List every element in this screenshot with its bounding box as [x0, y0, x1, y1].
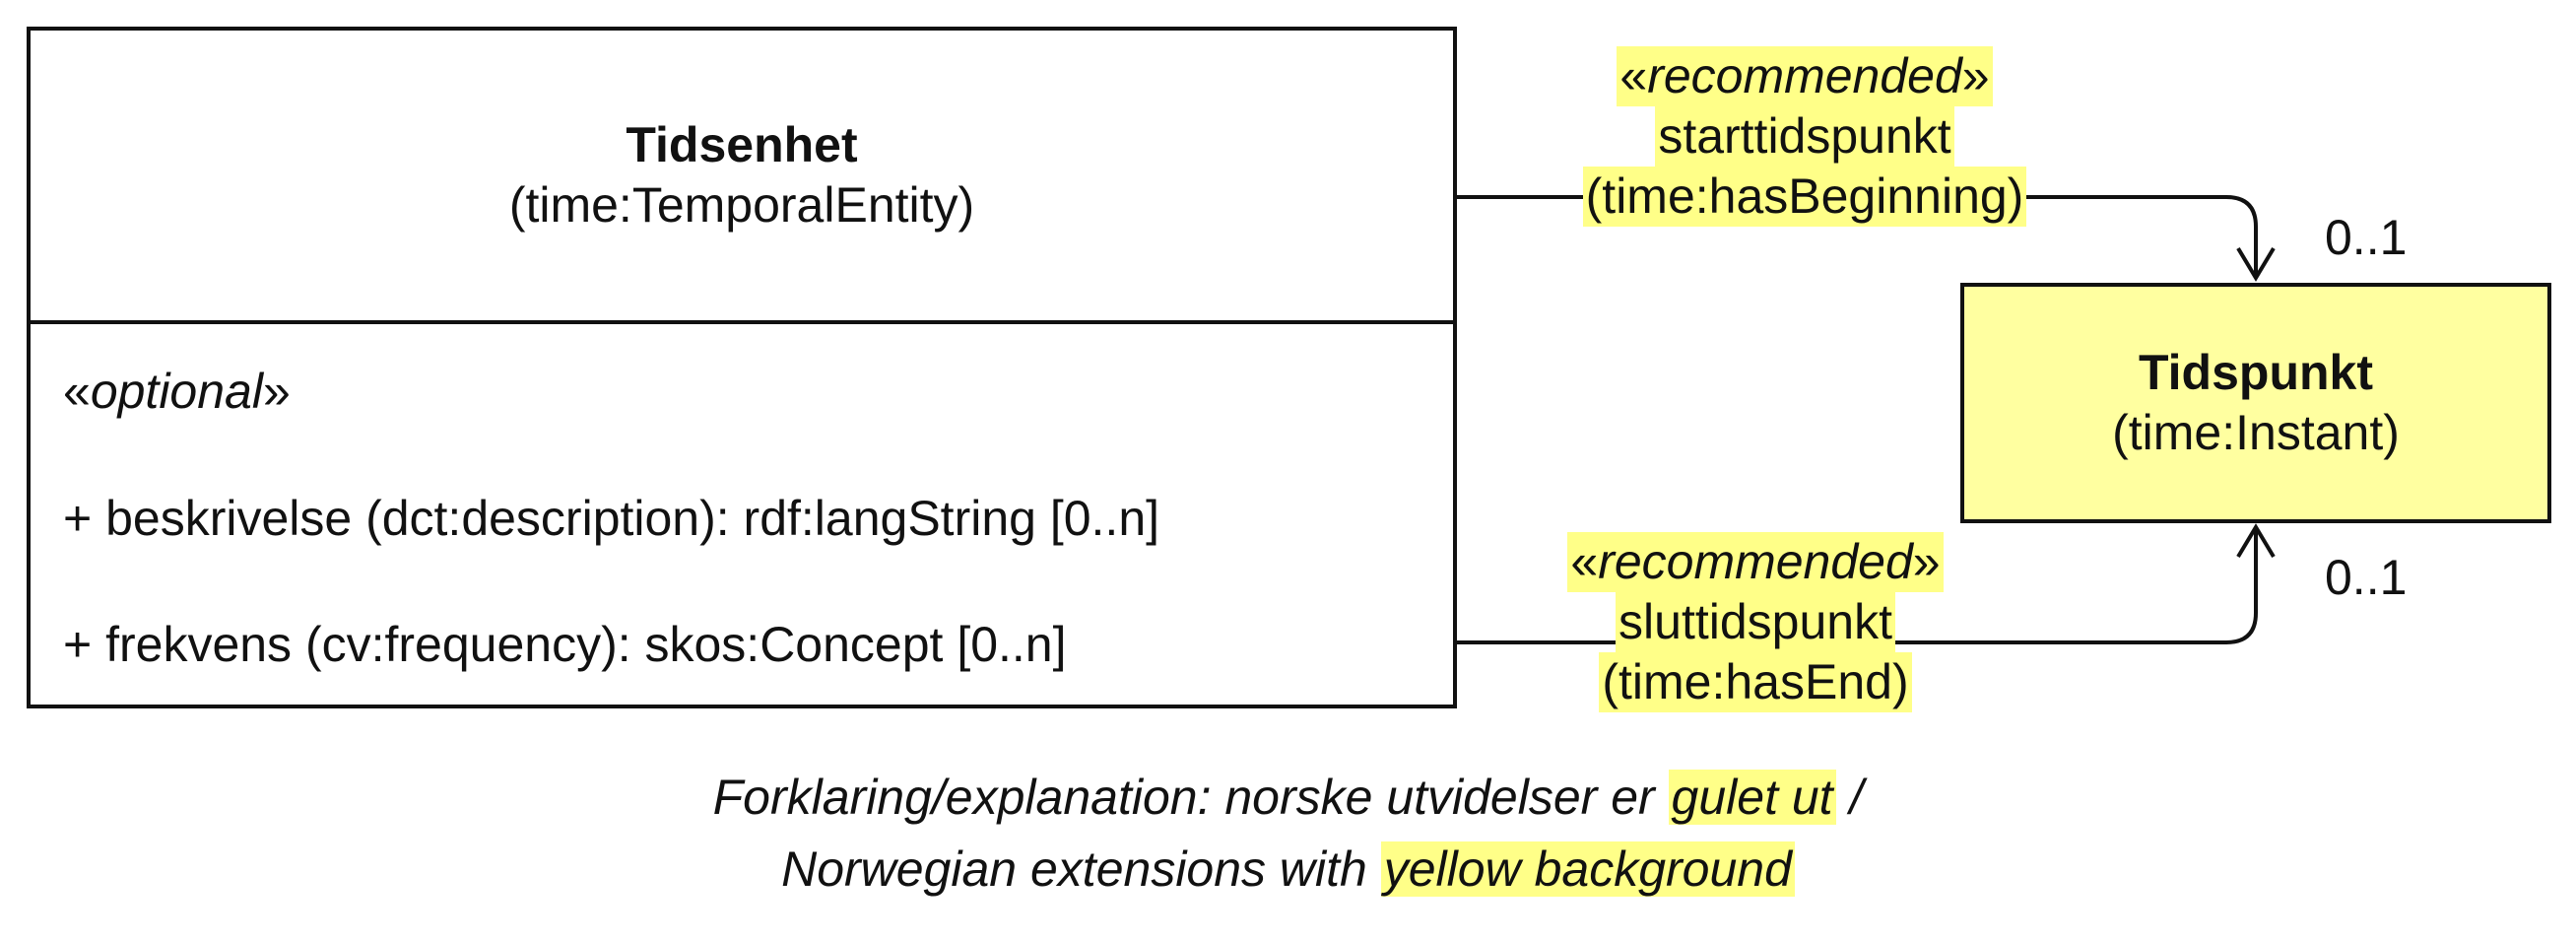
association-line-start [1457, 195, 2258, 276]
class-tidsenhet: Tidsenhet (time:TemporalEntity) «optiona… [27, 27, 1457, 708]
association-end-name: sluttidspunkt [1616, 592, 1895, 652]
association-start-stereotype: «recommended» [1617, 46, 1993, 106]
attribute-stereotype: «optional» [63, 364, 291, 419]
class-tidspunkt: Tidspunkt (time:Instant) [1960, 283, 2551, 523]
attribute-beskrivelse: + beskrivelse (dct:description): rdf:lan… [63, 491, 1160, 546]
association-label-start: «recommended» starttidspunkt (time:hasBe… [1552, 46, 2057, 227]
association-start-property: (time:hasBeginning) [1582, 167, 2027, 227]
legend-line-1: Forklaring/explanation: norske utvidelse… [712, 770, 1864, 825]
legend-highlight-2: yellow background [1380, 841, 1795, 897]
association-end-property: (time:hasEnd) [1599, 652, 1912, 712]
class-tidsenhet-subtitle: (time:TemporalEntity) [508, 177, 975, 233]
legend-highlight-1: gulet ut [1668, 770, 1836, 825]
arrowhead-end [2236, 523, 2276, 559]
multiplicity-end: 0..1 [2325, 550, 2408, 605]
class-tidspunkt-title: Tidspunkt [2139, 345, 2373, 400]
arrowhead-start [2236, 246, 2276, 282]
legend-line-2: Norwegian extensions with yellow backgro… [0, 840, 2576, 898]
attribute-frekvens: + frekvens (cv:frequency): skos:Concept … [63, 617, 1067, 672]
legend-caption: Forklaring/explanation: norske utvidelse… [0, 769, 2576, 926]
class-tidspunkt-subtitle: (time:Instant) [2112, 405, 2400, 460]
association-line-end [1457, 529, 2258, 644]
class-tidsenhet-title: Tidsenhet [626, 117, 858, 172]
class-tidsenhet-header: Tidsenhet (time:TemporalEntity) [31, 31, 1453, 324]
association-end-stereotype: «recommended» [1567, 532, 1944, 592]
association-label-end: «recommended» sluttidspunkt (time:hasEnd… [1509, 532, 2002, 712]
multiplicity-start: 0..1 [2325, 210, 2408, 265]
association-start-name: starttidspunkt [1655, 106, 1954, 167]
